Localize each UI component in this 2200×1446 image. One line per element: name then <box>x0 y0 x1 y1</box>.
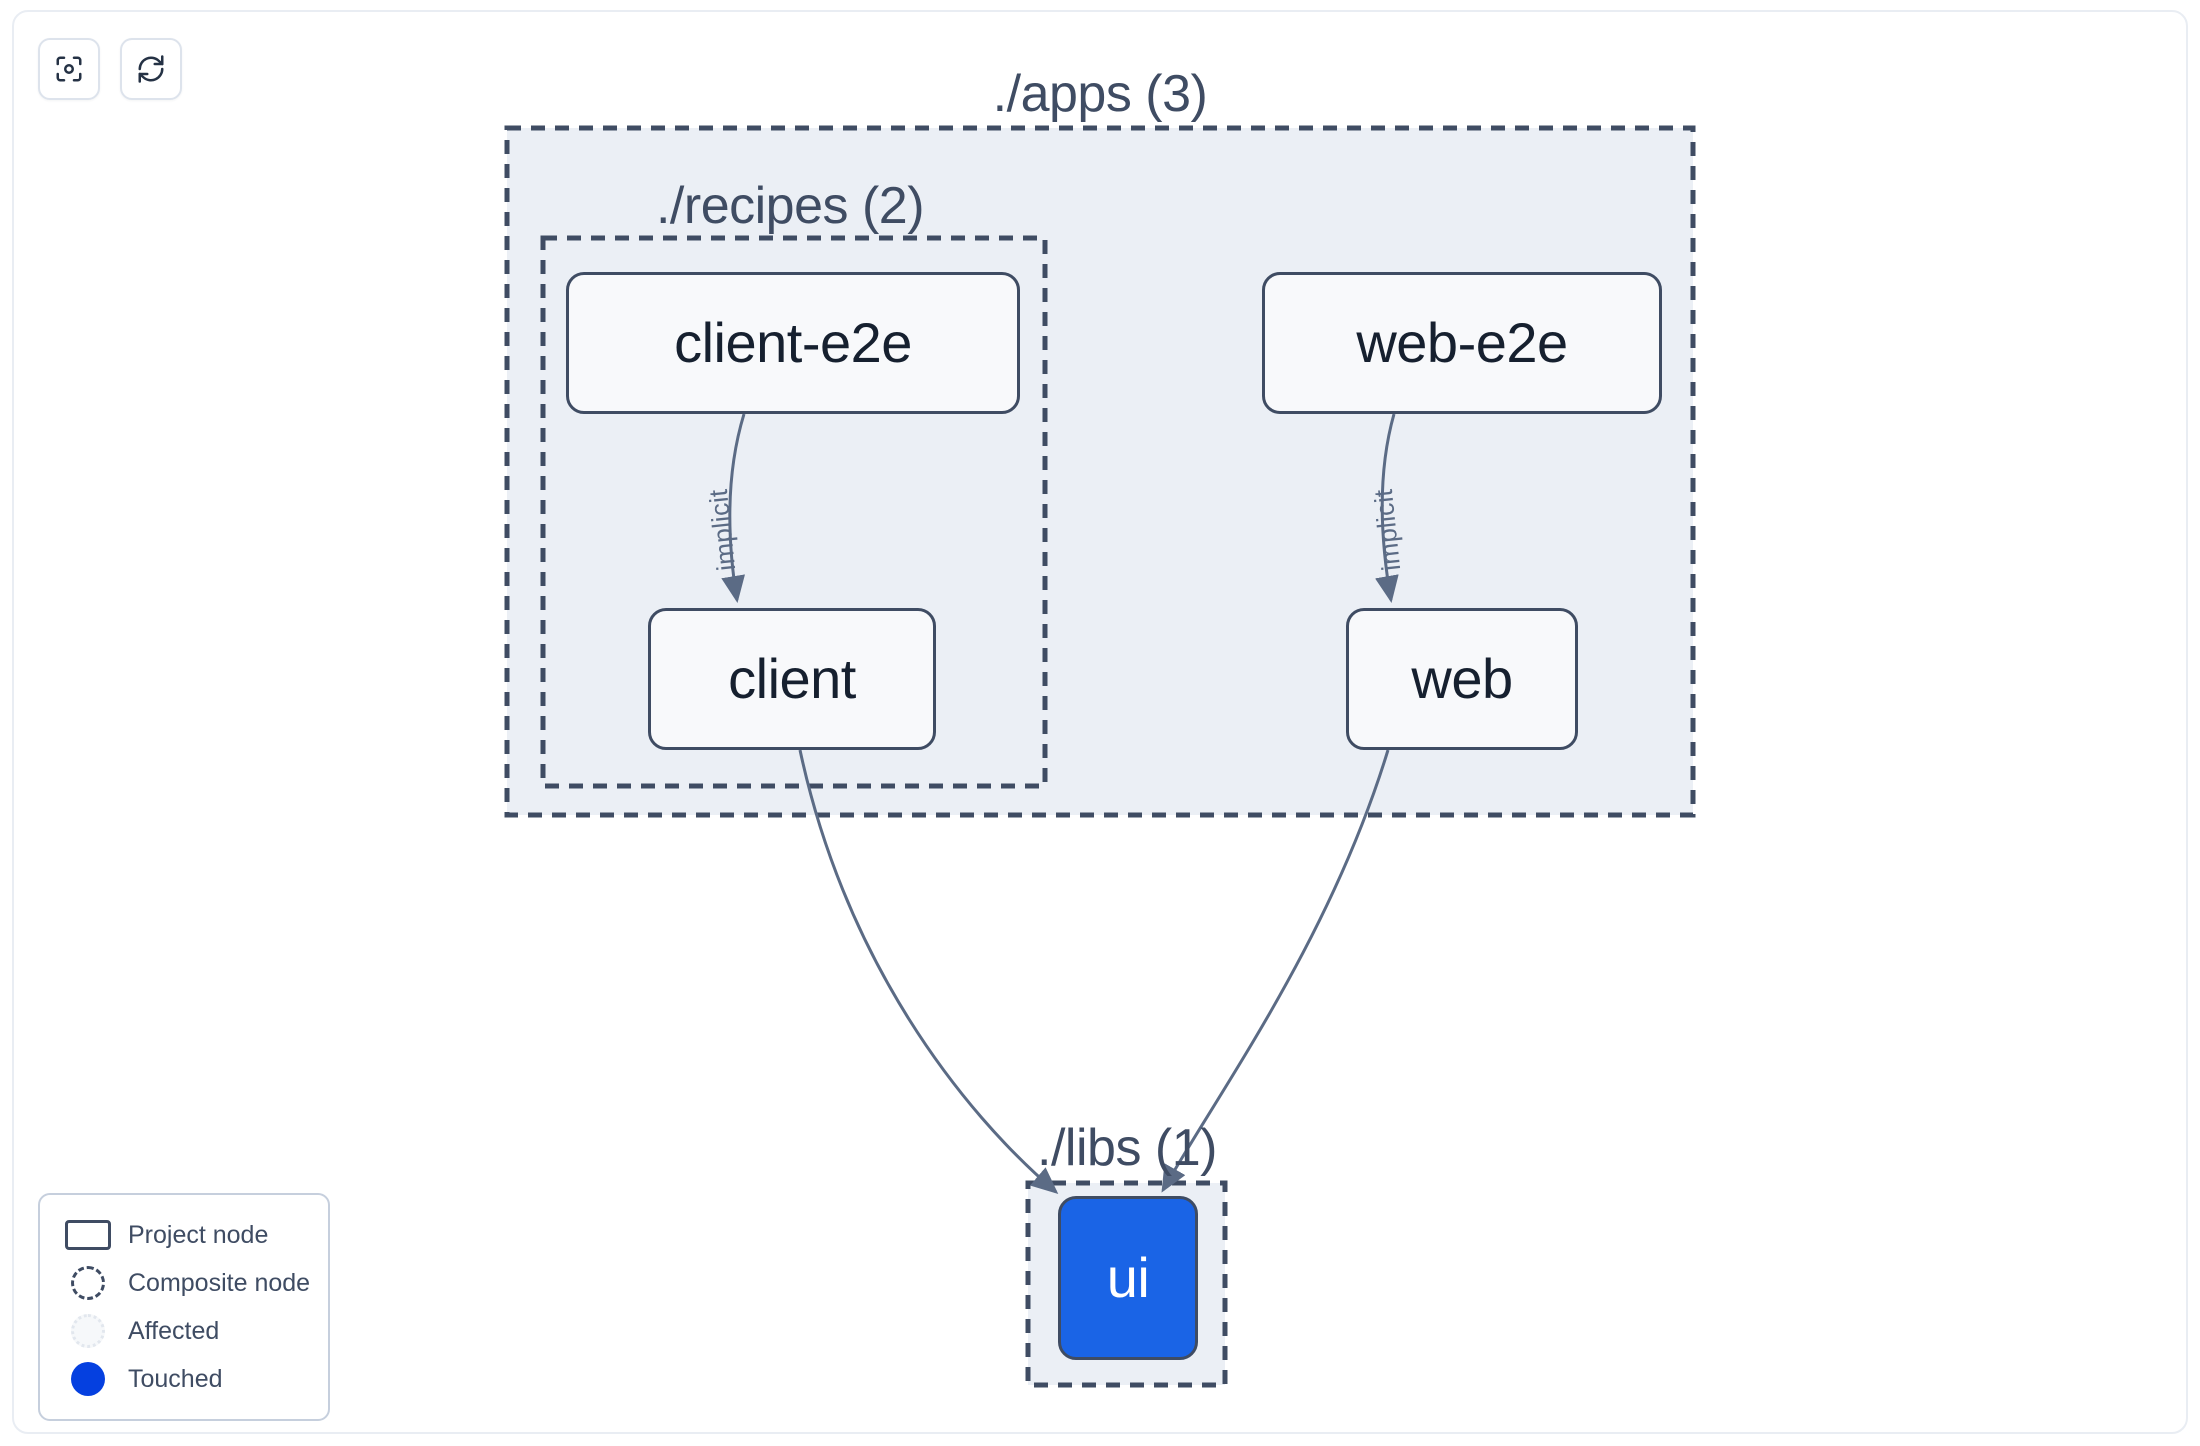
graph-legend: Project node Composite node Affected Tou… <box>38 1193 330 1421</box>
focus-scan-icon <box>54 54 84 84</box>
legend-label: Affected <box>128 1316 220 1345</box>
affected-swatch <box>62 1314 114 1348</box>
graph-node-client[interactable]: client <box>648 608 936 750</box>
legend-label: Touched <box>128 1364 223 1393</box>
refresh-sync-icon <box>136 54 166 84</box>
legend-label: Composite node <box>128 1268 311 1297</box>
graph-toolbar <box>38 38 182 100</box>
legend-item-composite-node: Composite node <box>40 1259 328 1307</box>
legend-item-touched: Touched <box>40 1355 328 1403</box>
graph-node-client-e2e[interactable]: client-e2e <box>566 272 1020 414</box>
edge-label-web-e2e-to-web: implicit <box>1367 487 1407 573</box>
node-label: client-e2e <box>674 311 912 374</box>
group-label-recipes: ./recipes (2) <box>655 177 925 235</box>
focus-graph-button[interactable] <box>38 38 100 100</box>
project-node-swatch <box>62 1220 114 1250</box>
composite-node-swatch <box>62 1266 114 1300</box>
legend-label: Project node <box>128 1220 269 1249</box>
node-label: ui <box>1106 1246 1150 1309</box>
refresh-graph-button[interactable] <box>120 38 182 100</box>
node-label: web <box>1411 647 1513 710</box>
legend-item-project-node: Project node <box>40 1211 328 1259</box>
graph-node-web[interactable]: web <box>1346 608 1578 750</box>
graph-node-ui[interactable]: ui <box>1058 1196 1198 1360</box>
legend-item-affected: Affected <box>40 1307 328 1355</box>
node-label: client <box>728 647 856 710</box>
group-label-libs: ./libs (1) <box>1037 1119 1217 1177</box>
edge-label-client-e2e-to-client: implicit <box>702 487 742 573</box>
graph-node-web-e2e[interactable]: web-e2e <box>1262 272 1662 414</box>
node-label: web-e2e <box>1356 311 1568 374</box>
touched-swatch <box>62 1362 114 1396</box>
group-label-apps: ./apps (3) <box>992 65 1208 123</box>
